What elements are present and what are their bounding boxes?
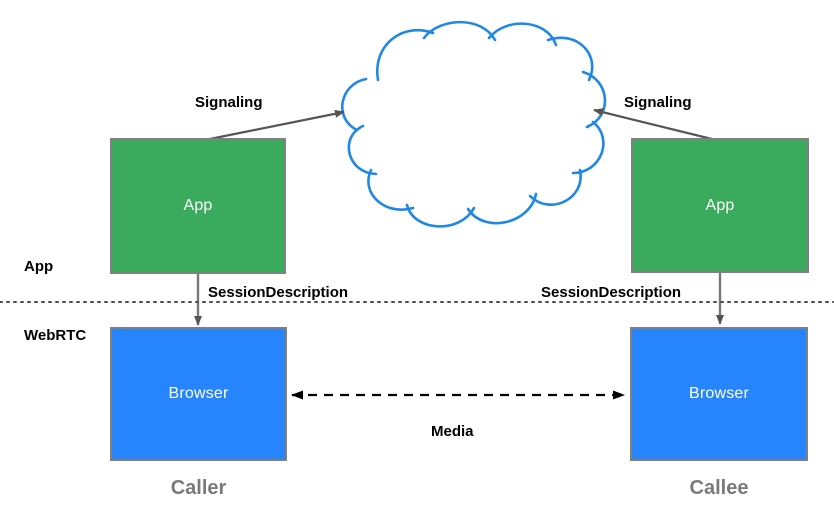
caller-browser-label: Browser: [168, 385, 229, 402]
caller-signaling-arrow: [199, 109, 345, 143]
webrtc-layer-label: WebRTC: [24, 327, 87, 344]
callee-signaling-label: Signaling: [624, 94, 692, 111]
callee-role-label: Callee: [689, 477, 749, 499]
callee-app-box[interactable]: App: [631, 138, 809, 273]
callee-browser-label: Browser: [688, 385, 750, 402]
callee-browser-box[interactable]: Browser: [630, 327, 808, 461]
callee-session-description-label: SessionDescription: [541, 284, 682, 301]
media-label: Media: [431, 423, 474, 440]
caller-role-label: Caller: [170, 477, 227, 499]
callee-app-label: App: [705, 196, 735, 214]
app-layer-label: App: [24, 258, 54, 275]
caller-app-box[interactable]: App: [110, 138, 286, 274]
caller-app-label: App: [183, 197, 213, 214]
callee-signaling-arrow: [593, 108, 721, 143]
caller-browser-box[interactable]: Browser: [110, 327, 287, 461]
caller-session-description-label: SessionDescription: [208, 284, 349, 301]
signaling-cloud-icon: [341, 20, 607, 228]
caller-signaling-label: Signaling: [195, 94, 263, 111]
